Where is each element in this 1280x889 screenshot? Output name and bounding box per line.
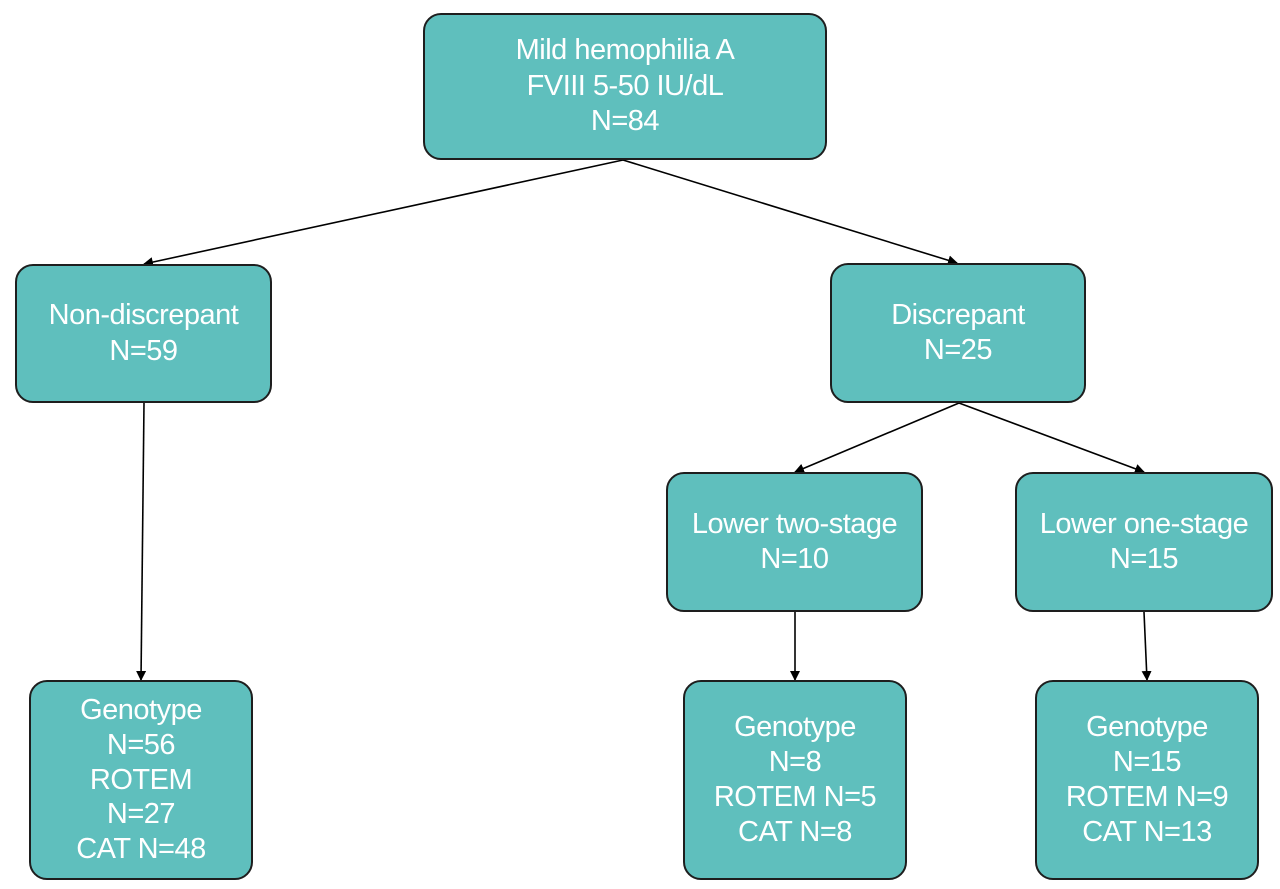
tests-rotem-label: ROTEM [89,763,193,796]
root-node-mild-hemophilia-a: Mild hemophilia A FVIII 5-50 IU/dL N=84 [423,13,827,160]
node-discrepant-count: N=25 [923,334,993,366]
arrow-discrepant-to-lower-two-stage [794,402,960,474]
tests-cat-count: CAT N=8 [738,815,852,848]
tests-rotem-count: ROTEM N=5 [713,781,877,813]
node-lower-two-stage-tests: Genotype N=8 ROTEM N=5 CAT N=8 [683,680,907,880]
tests-genotype-count: N=56 [106,728,176,761]
tests-cat-count: CAT N=13 [1082,815,1212,848]
node-lower-one-stage: Lower one-stage N=15 [1015,472,1273,612]
node-discrepant-title: Discrepant [891,298,1025,331]
node-non-discrepant-title: Non-discrepant [48,299,239,332]
arrow-discrepant-to-lower-one-stage [958,402,1145,474]
root-node-title: Mild hemophilia A [515,34,735,67]
tests-genotype-label: Genotype [80,694,202,726]
node-discrepant: Discrepant N=25 [830,263,1086,403]
node-non-discrepant: Non-discrepant N=59 [15,264,272,403]
node-lower-two-stage: Lower two-stage N=10 [666,472,923,612]
arrow-lower-one-stage-to-tests [1141,611,1152,681]
tests-genotype-count: N=15 [1112,746,1182,779]
tests-genotype-label: Genotype [1086,711,1208,744]
arrow-root-to-non-discrepant [143,159,624,267]
node-non-discrepant-count: N=59 [109,334,178,367]
tests-genotype-label: Genotype [734,711,856,744]
node-lower-one-stage-count: N=15 [1109,543,1179,575]
node-lower-two-stage-count: N=10 [760,543,829,575]
arrow-non-discrepant-to-tests [136,402,147,681]
tests-genotype-count: N=8 [768,746,822,779]
node-lower-two-stage-title: Lower two-stage [691,507,898,540]
tests-rotem-count: ROTEM N=9 [1065,781,1229,813]
root-node-count: N=84 [590,105,660,138]
node-lower-one-stage-tests: Genotype N=15 ROTEM N=9 CAT N=13 [1035,680,1259,880]
node-lower-one-stage-title: Lower one-stage [1039,507,1249,540]
tests-cat-count: CAT N=48 [76,833,206,866]
node-non-discrepant-tests: Genotype N=56 ROTEM N=27 CAT N=48 [29,680,253,880]
root-node-fviii-range: FVIII 5-50 IU/dL [526,69,724,102]
tests-rotem-count: N=27 [106,798,176,831]
arrow-root-to-discrepant [622,159,958,266]
